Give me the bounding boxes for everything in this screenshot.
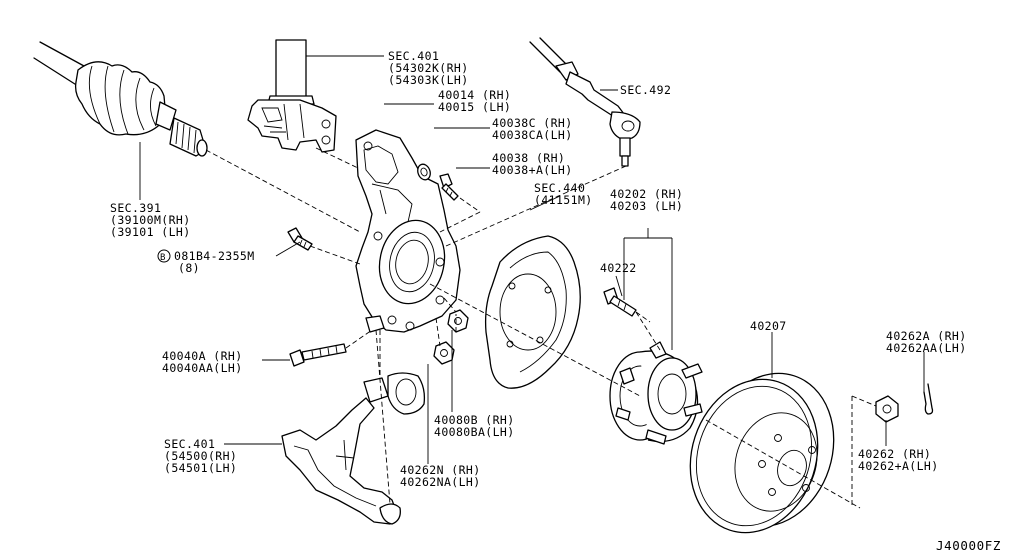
callout-sec401-top: SEC.401 (54302K(RH) (54303K(LH) [388,49,469,87]
label: 40203 (LH) [610,199,683,213]
steering-knuckle[interactable] [355,129,461,333]
label: (8) [178,261,200,275]
bolt-40222[interactable] [603,287,637,317]
callout-40038: 40038 (RH) 40038+A(LH) [492,151,573,177]
callout-40014: 40014 (RH) 40015 (LH) [438,88,511,114]
callout-bolt-081b4: B 081B4-2355M (8) [157,249,255,275]
diagram-code: J40000FZ [936,538,1001,553]
label: 40262+A(LH) [858,459,939,473]
nut-40262[interactable] [875,395,899,423]
callout-sec492: SEC.492 [620,83,671,97]
callout-40262: 40262 (RH) 40262+A(LH) [858,447,939,473]
callout-40262a: 40262A (RH) 40262AA(LH) [886,329,967,355]
label: 40262 (RH) [858,447,931,461]
drive-shaft[interactable] [33,41,208,157]
dust-shield[interactable] [484,235,581,389]
callout-sec391: SEC.391 (39100M(RH) (39101 (LH) [110,201,191,239]
wheel-hub-assembly[interactable] [609,341,703,445]
label: 40202 (RH) [610,187,683,201]
label: (54501(LH) [164,461,237,475]
nut-40080b[interactable] [447,309,469,333]
callout-sec401-bottom: SEC.401 (54500(RH) (54501(LH) [164,437,237,475]
badge-letter: B [160,253,166,263]
callout-40202: 40202 (RH) 40203 (LH) [610,187,683,213]
assembly-lines [205,147,877,509]
label: 40222 [600,261,637,275]
bolt-081b4-2355m[interactable] [287,227,313,251]
label: (41151M) [534,193,593,207]
callout-40038c: 40038C (RH) 40038CA(LH) [492,116,573,142]
label: SEC.401 [388,49,439,63]
label: (39101 (LH) [110,225,191,239]
label: 40040A (RH) [162,349,243,363]
leader-lines [139,55,925,464]
brake-rotor[interactable] [671,357,853,550]
label: 40038CA(LH) [492,128,573,142]
callout-40040a: 40040A (RH) 40040AA(LH) [162,349,243,375]
bolt-40038[interactable] [439,173,459,201]
label: 081B4-2355M [174,249,255,263]
washer-40038c[interactable] [416,162,433,181]
bolt-badge-icon [157,249,171,263]
nut-40262n[interactable] [433,341,455,365]
label: 40207 [750,319,787,333]
label: 40015 (LH) [438,100,511,114]
label: 40038C (RH) [492,116,573,130]
strut-assembly[interactable] [247,39,337,153]
label: (54303K(LH) [388,73,469,87]
label: 40262AA(LH) [886,341,967,355]
callout-sec440: SEC.440 (41151M) [534,181,593,207]
label: 40080BA(LH) [434,425,515,439]
label: (54302K(RH) [388,61,469,75]
label: SEC.391 [110,201,161,215]
lower-control-arm[interactable] [281,372,426,525]
label: 40040AA(LH) [162,361,243,375]
label: 40080B (RH) [434,413,515,427]
label: (54500(RH) [164,449,237,463]
callout-40222: 40222 [600,261,637,275]
label: 40014 (RH) [438,88,511,102]
label: 40262NA(LH) [400,475,481,489]
label: (39100M(RH) [110,213,191,227]
label: 40038 (RH) [492,151,565,165]
tie-rod-end[interactable] [529,37,641,167]
label: SEC.440 [534,181,585,195]
label: SEC.492 [620,83,671,97]
callout-40207: 40207 [750,319,787,333]
label: SEC.401 [164,437,215,451]
callout-40262n: 40262N (RH) 40262NA(LH) [400,463,481,489]
label: 40262A (RH) [886,329,967,343]
label: 40038+A(LH) [492,163,573,177]
label: 40262N (RH) [400,463,481,477]
bolt-40040a[interactable] [289,343,347,367]
callout-40080b: 40080B (RH) 40080BA(LH) [434,413,515,439]
cotter-pin-40262a[interactable] [923,383,934,415]
